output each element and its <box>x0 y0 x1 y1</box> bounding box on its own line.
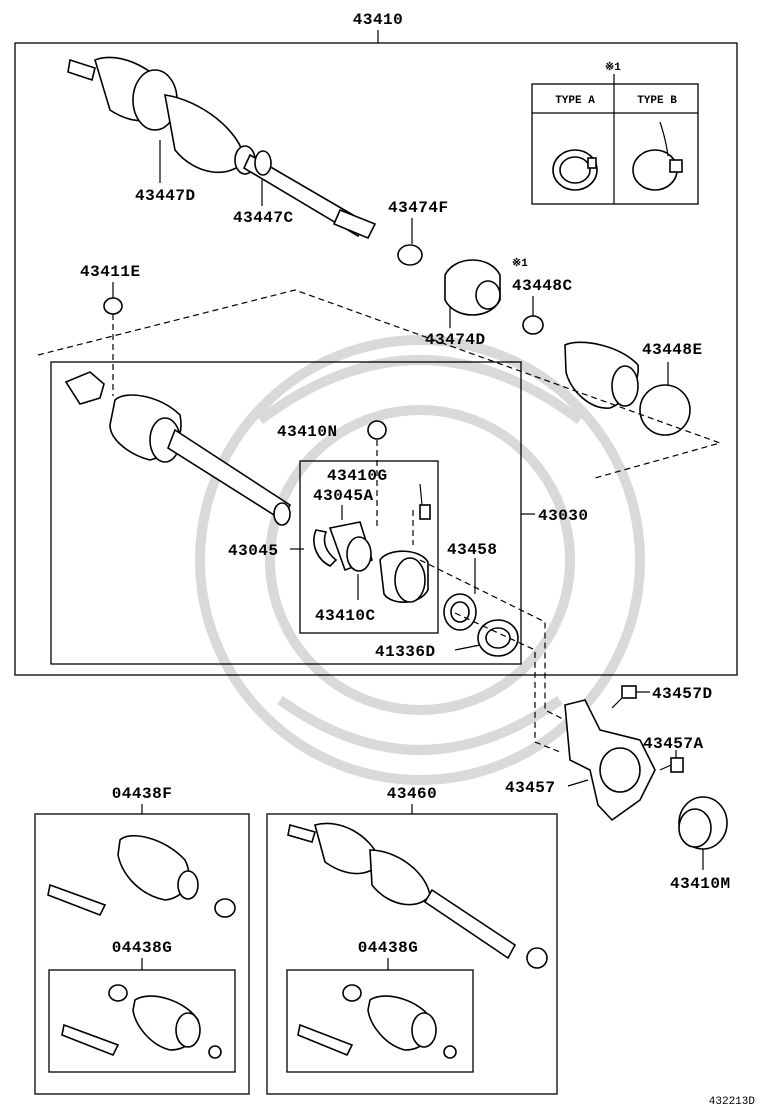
label-43474d: 43474D <box>425 331 486 349</box>
label-43410m: 43410M <box>670 875 731 893</box>
kit-box-right <box>266 813 558 1095</box>
label-04438g-right: 04438G <box>358 939 419 957</box>
clamp-43447c <box>254 150 272 176</box>
kit-left-boot-inner <box>61 984 222 1059</box>
label-43447d: 43447D <box>135 187 196 205</box>
label-43410g: 43410G <box>327 467 388 485</box>
label-43030: 43030 <box>538 507 589 525</box>
label-43447c: 43447C <box>233 209 294 227</box>
sub-assembly-box <box>50 361 522 665</box>
clamp-type-b <box>632 121 683 191</box>
snap-ring-43411e <box>103 297 123 315</box>
type-b-label: TYPE B <box>637 95 677 107</box>
label-41336d: 41336D <box>375 643 436 661</box>
type-note-box: ※1 TYPE A TYPE B <box>531 61 699 205</box>
outer-joint-shaft <box>67 56 377 240</box>
bearing-43045 <box>328 521 373 572</box>
label-04438g-left: 04438G <box>112 939 173 957</box>
bracket-leader <box>419 559 566 753</box>
label-43448e: 43448E <box>642 341 703 359</box>
damper-43474d <box>444 259 501 316</box>
label-43448c: 43448C <box>512 277 573 295</box>
watermark-emblem <box>195 335 645 785</box>
kit-right-boot-inner <box>297 984 457 1059</box>
label-43457a: 43457A <box>643 735 704 753</box>
label-04438f: 04438F <box>112 785 173 803</box>
label-43457: 43457 <box>505 779 556 797</box>
mark-inner-clamp: ※1 <box>512 257 528 270</box>
ring-43410n <box>367 420 387 440</box>
label-assembly: 43410 <box>353 11 404 29</box>
clamp-type-a <box>552 149 598 191</box>
boot-43448e <box>564 341 691 436</box>
kit-left-boot-outer <box>47 835 236 918</box>
retainer-ring <box>313 529 338 567</box>
kit-right-shaft <box>287 822 548 969</box>
label-43410n: 43410N <box>277 423 338 441</box>
note-symbol: ※1 <box>605 61 621 74</box>
inner-joint-shaft <box>64 371 292 526</box>
retainer-43410c <box>379 550 429 603</box>
clamp-43474f <box>397 244 423 266</box>
exploded-boundary <box>37 289 722 479</box>
assembly-box <box>14 42 738 676</box>
bracket-43457 <box>564 699 656 822</box>
label-43458: 43458 <box>447 541 498 559</box>
label-43045: 43045 <box>228 542 279 560</box>
bolt-43457a <box>659 757 684 773</box>
kit-sub-box-right <box>286 969 474 1073</box>
label-43045a: 43045A <box>313 487 374 505</box>
label-43457d: 43457D <box>652 685 713 703</box>
kit-sub-box-left <box>48 969 236 1073</box>
label-43460: 43460 <box>387 785 438 803</box>
label-43411e: 43411E <box>80 263 141 281</box>
dust-cover-43410m <box>678 796 728 850</box>
label-43474f: 43474F <box>388 199 449 217</box>
kit-box-left <box>34 813 250 1095</box>
figure-reference: 432213D <box>709 1096 756 1108</box>
bolt-43457d <box>611 685 637 709</box>
pin-43410g <box>419 504 431 520</box>
bearing-box <box>299 460 439 634</box>
label-43410c: 43410C <box>315 607 376 625</box>
clamp-43448c <box>522 315 544 335</box>
type-a-label: TYPE A <box>555 95 595 107</box>
